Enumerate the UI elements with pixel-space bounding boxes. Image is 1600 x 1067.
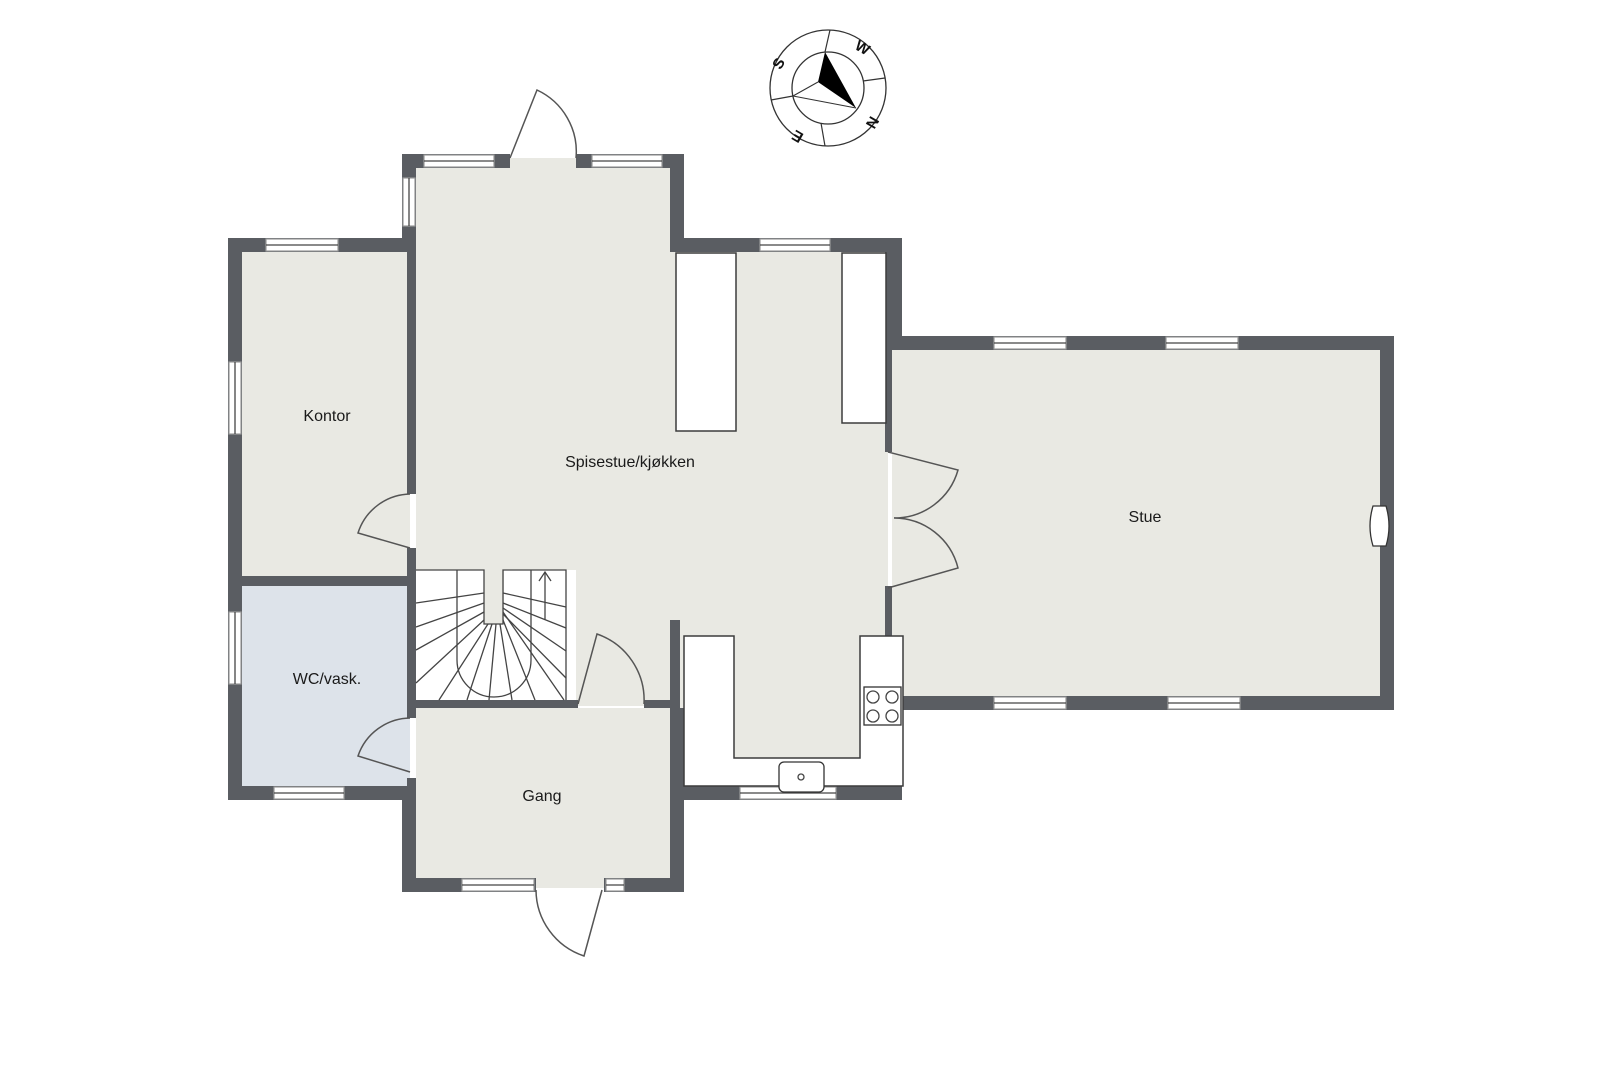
sink-icon: [778, 761, 825, 793]
window: [759, 238, 831, 252]
hob-icon: [863, 686, 902, 726]
door-swing: [357, 717, 411, 773]
floor-door-top: [510, 158, 576, 168]
window: [993, 336, 1067, 350]
door-swing: [535, 889, 603, 957]
floor-stue: [892, 350, 1382, 696]
window: [273, 786, 345, 800]
window: [461, 878, 535, 892]
fireplace-icon: [1369, 505, 1390, 547]
floor-gang: [416, 708, 670, 880]
kitchen-counter-right: [841, 252, 887, 424]
room-label-stue: Stue: [1128, 509, 1162, 526]
door-swing: [577, 633, 645, 705]
room-label-spisestue: Spisestue/kjøkken: [565, 454, 695, 471]
staircase: [415, 568, 576, 701]
floor-kontor: [242, 252, 410, 578]
kitchen-fixtures: [675, 252, 904, 793]
room-label-wc: WC/vask.: [292, 671, 362, 688]
door-swing: [509, 88, 578, 159]
window: [1167, 696, 1241, 710]
compass-rose-icon: S W N E: [769, 29, 887, 147]
kitchen-counter-u: [683, 635, 904, 787]
window: [402, 177, 416, 227]
window: [228, 361, 242, 435]
window: [228, 611, 242, 685]
window: [591, 154, 663, 168]
doors: [357, 88, 959, 957]
double-door-swing: [887, 451, 959, 589]
stair-arrow-icon: [538, 570, 552, 582]
window: [1165, 336, 1239, 350]
window: [605, 878, 625, 892]
floor-door-bottom: [536, 878, 604, 888]
room-label-gang: Gang: [522, 788, 562, 805]
kitchen-island-left: [675, 252, 737, 432]
window: [265, 238, 339, 252]
window: [423, 154, 495, 168]
door-swing: [357, 493, 411, 549]
windows: [228, 154, 1241, 892]
floor-wc: [242, 586, 410, 786]
window: [993, 696, 1067, 710]
floors: [242, 158, 1382, 888]
room-label-kontor: Kontor: [303, 408, 351, 425]
